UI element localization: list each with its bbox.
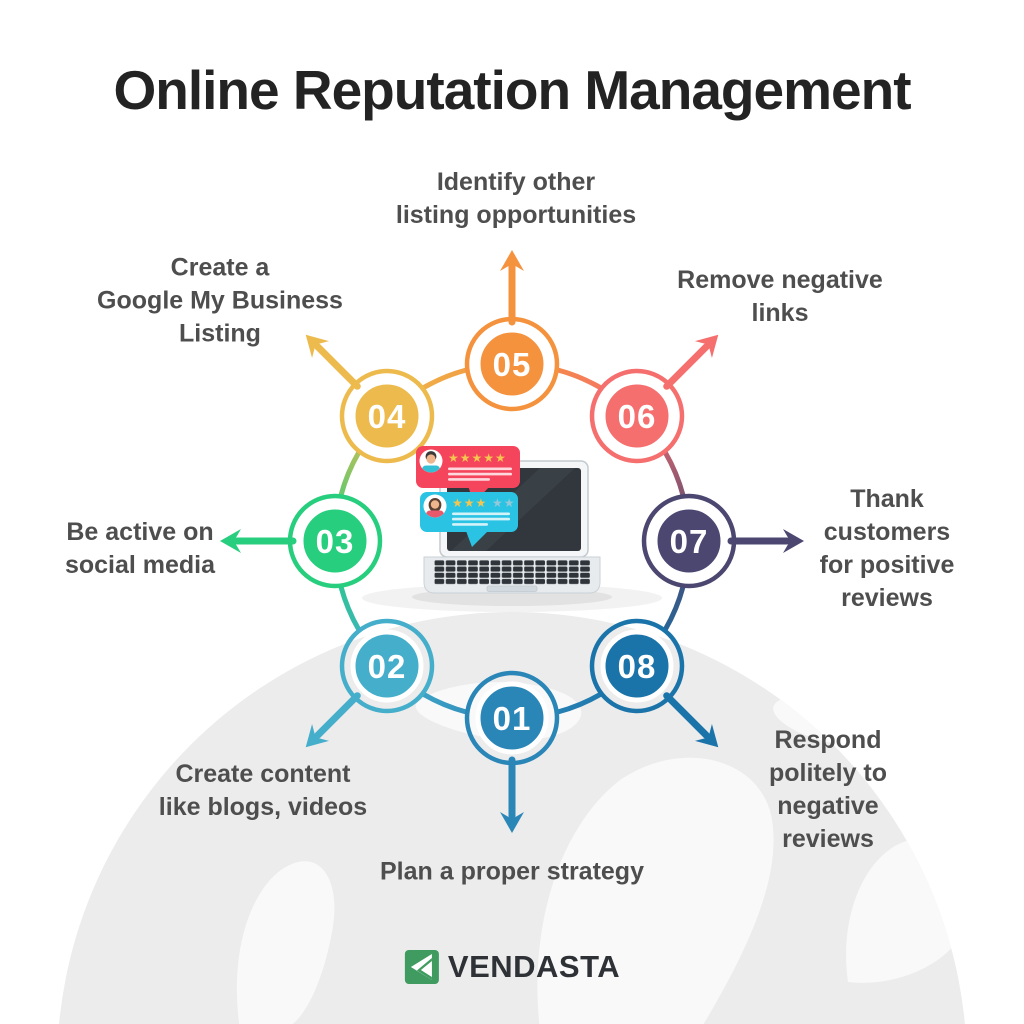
step-node-01 bbox=[475, 681, 549, 755]
step-number-01: 01 bbox=[493, 700, 532, 737]
step-label-03: Be active on social media bbox=[64, 518, 216, 579]
step-node-08 bbox=[600, 629, 674, 703]
step-number-08: 08 bbox=[618, 648, 657, 685]
step-label-06: Remove negative links bbox=[677, 266, 883, 327]
step-ring bbox=[338, 367, 686, 715]
step-number-02: 02 bbox=[368, 648, 407, 685]
step-number-05: 05 bbox=[493, 346, 532, 383]
step-node-04 bbox=[350, 379, 424, 453]
step-label-02: Create content like blogs, videos bbox=[158, 760, 368, 821]
step-06-arrow-icon bbox=[663, 334, 719, 390]
step-node-06 bbox=[600, 379, 674, 453]
step-label-04: Create a Google My Business Listing bbox=[97, 253, 343, 348]
star-rating-empty-icons: ★★ bbox=[492, 496, 516, 510]
step-label-08: Respond politely to negative reviews bbox=[768, 726, 888, 853]
step-label-05: Identify other listing opportunities bbox=[395, 168, 637, 229]
step-number-04: 04 bbox=[368, 398, 407, 435]
step-04-arrow-icon bbox=[305, 334, 361, 390]
step-02-arrow-icon bbox=[305, 692, 361, 748]
avatar-female bbox=[423, 494, 447, 518]
step-label-01: Plan a proper strategy bbox=[380, 857, 644, 886]
avatar-male bbox=[419, 449, 443, 473]
step-08-arrow-icon bbox=[663, 692, 719, 748]
laptop-trackpad bbox=[486, 585, 538, 592]
step-node-07 bbox=[652, 504, 726, 578]
brand-logo: VENDASTA bbox=[404, 949, 620, 985]
laptop-keyboard bbox=[434, 560, 591, 585]
step-01-arrow-icon bbox=[500, 756, 524, 833]
step-number-07: 07 bbox=[670, 523, 709, 560]
star-rating-filled-icons: ★★★ bbox=[452, 496, 487, 510]
step-nodes bbox=[298, 327, 726, 755]
step-number-06: 06 bbox=[618, 398, 657, 435]
step-node-03 bbox=[298, 504, 372, 578]
step-numbers: 01 02 03 04 05 06 07 08 bbox=[316, 346, 709, 737]
review-text-lines bbox=[452, 512, 510, 526]
step-arrows bbox=[220, 250, 804, 833]
star-rating-icons: ★★★★★ bbox=[448, 451, 507, 465]
step-node-05 bbox=[475, 327, 549, 401]
page-title: Online Reputation Management bbox=[113, 59, 911, 121]
step-05-arrow-icon bbox=[500, 250, 524, 326]
step-number-03: 03 bbox=[316, 523, 355, 560]
step-07-arrow-icon bbox=[727, 529, 804, 553]
review-text-lines bbox=[448, 467, 512, 481]
step-03-arrow-icon bbox=[220, 529, 297, 553]
vendasta-logo-icon bbox=[404, 950, 439, 984]
step-label-07: Thank customers for positive reviews bbox=[819, 485, 955, 612]
step-node-02 bbox=[350, 629, 424, 703]
brand-name: VENDASTA bbox=[447, 949, 621, 984]
review-card-top: ★★★★★ bbox=[416, 446, 520, 503]
review-card-bottom: ★★★ ★★ bbox=[420, 492, 518, 547]
